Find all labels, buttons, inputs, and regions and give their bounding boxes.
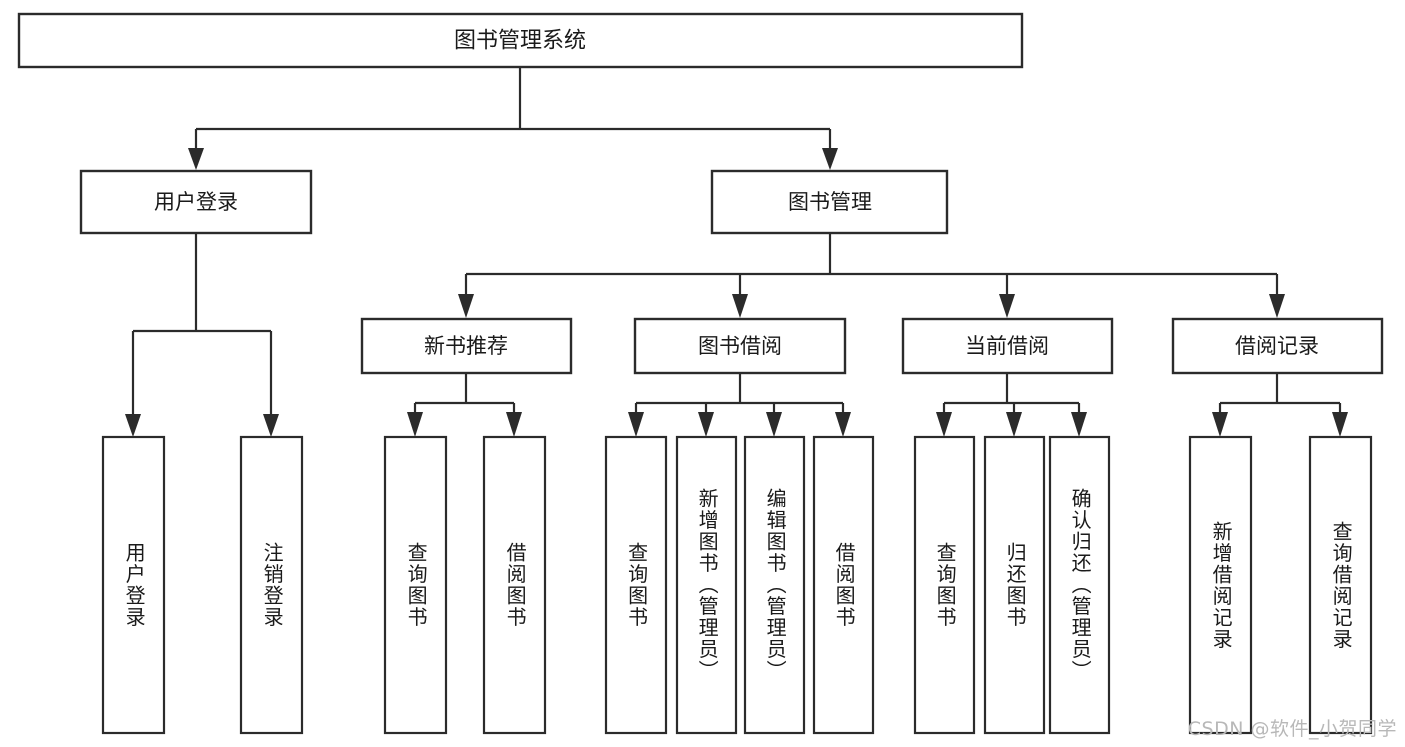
arrowhead-icon [1332,412,1348,437]
leaf-box [812,435,875,735]
node-borrow-record[interactable]: 借阅记录 [1171,317,1384,375]
arrowhead-icon [936,412,952,437]
node-current-borrow[interactable]: 当前借阅 [901,317,1114,375]
leaf-box [101,435,166,735]
leaf-boxes [101,435,1373,735]
leaf-box [913,435,976,735]
csdn-watermark: CSDN @软件_小贺同学 [1187,718,1397,740]
leaf-box [1308,435,1373,735]
connector-book-management-to-level3 [458,233,1285,318]
arrowhead-icon [188,148,204,170]
arrowhead-icon [822,148,838,170]
connector-book-borrow-to-leaves [628,373,851,437]
arrowhead-icon [506,412,522,437]
node-book-borrow-label: 图书借阅 [698,334,782,358]
arrowhead-icon [628,412,644,437]
node-root-label: 图书管理系统 [454,29,586,54]
arrowhead-icon [407,412,423,437]
arrowhead-icon [766,412,782,437]
connector-root-to-level2 [188,67,838,170]
arrowhead-icon [999,294,1015,318]
node-root[interactable]: 图书管理系统 [17,12,1024,69]
arrowhead-icon [458,294,474,318]
leaf-box [604,435,668,735]
leaf-box [239,435,304,735]
leaf-box [675,435,738,735]
node-user-login[interactable]: 用户登录 [79,169,313,235]
leaf-box [743,435,806,735]
arrowhead-icon [732,294,748,318]
connector-borrow-record-to-leaves [1212,373,1348,437]
arrowhead-icon [698,412,714,437]
node-user-login-label: 用户登录 [154,190,238,214]
connector-user-login-to-leaves [125,233,279,437]
node-new-book-recommend[interactable]: 新书推荐 [360,317,573,375]
arrowhead-icon [125,414,141,437]
arrowhead-icon [835,412,851,437]
arrowhead-icon [1269,294,1285,318]
leaf-box [383,435,448,735]
arrowhead-icon [1071,412,1087,437]
leaf-box [983,435,1046,735]
leaf-box [482,435,547,735]
node-new-book-recommend-label: 新书推荐 [424,334,508,358]
leaf-box [1188,435,1253,735]
node-book-management[interactable]: 图书管理 [710,169,949,235]
node-borrow-record-label: 借阅记录 [1235,334,1319,358]
leaf-box [1048,435,1111,735]
arrowhead-icon [263,414,279,437]
connector-new-book-recommend-to-leaves [407,373,522,437]
node-current-borrow-label: 当前借阅 [965,334,1049,358]
connector-current-borrow-to-leaves [936,373,1087,437]
arrowhead-icon [1006,412,1022,437]
arrowhead-icon [1212,412,1228,437]
node-book-borrow[interactable]: 图书借阅 [633,317,847,375]
node-book-management-label: 图书管理 [788,190,872,214]
